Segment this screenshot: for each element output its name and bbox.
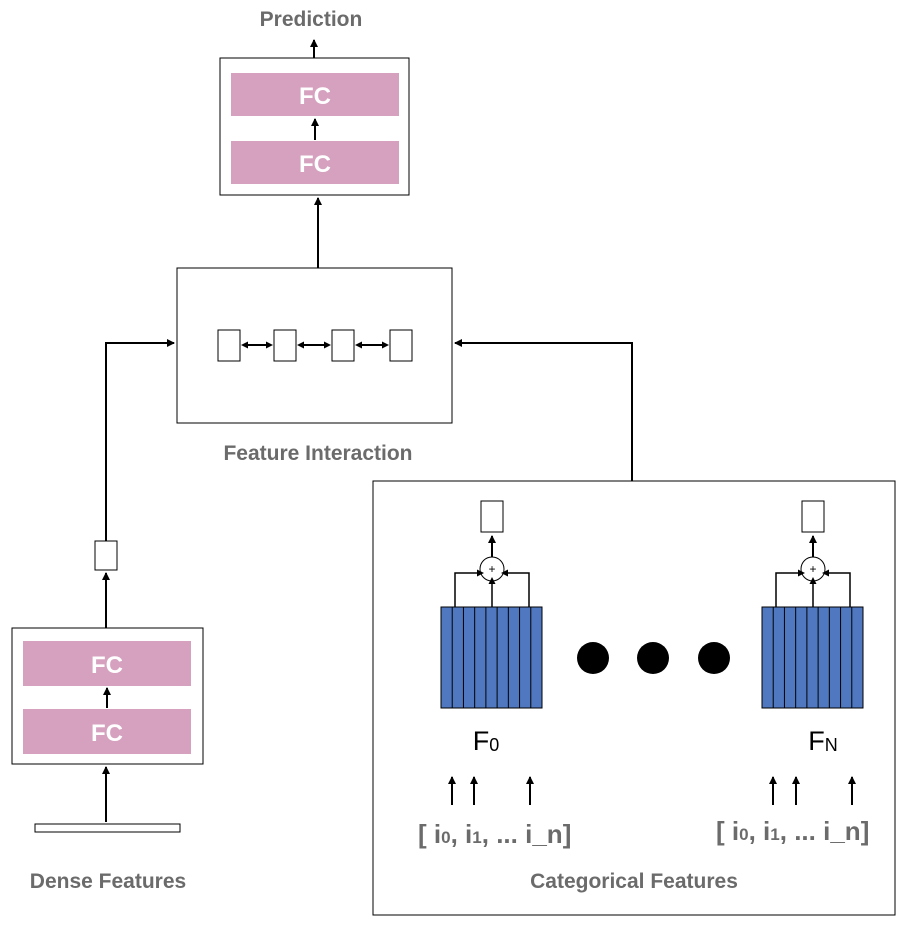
table-name-0-subscript: 0	[489, 735, 499, 755]
feature-interaction-label: Feature Interaction	[223, 442, 412, 465]
top-fc-label-1: FC	[299, 83, 331, 110]
lookup-0-i1-sub: 1	[472, 828, 481, 847]
embedding-table-n: + FN [ i0, i1, ... i_n]	[716, 500, 869, 846]
interaction-vector-2	[273, 329, 297, 362]
prediction-label: Prediction	[260, 8, 363, 31]
pool-arrow-0-left	[454, 569, 484, 607]
table-name-n-subscript: N	[825, 735, 838, 755]
lookup-0-comma-2: ,	[482, 819, 496, 849]
lookup-n-i1: i	[763, 816, 770, 846]
lookup-0-open: [	[418, 819, 434, 849]
interaction-vector-4	[389, 329, 413, 362]
table-name-0-base: F	[473, 726, 490, 756]
feature-interaction	[176, 267, 453, 424]
interaction-vector-1	[217, 329, 241, 362]
bottom-fc-label-2: FC	[91, 720, 123, 747]
ellipsis-dot-2	[637, 642, 669, 674]
categorical-to-interaction-arrow	[454, 339, 633, 481]
interaction-vector-3	[331, 329, 355, 362]
table-name-n-base: F	[808, 726, 825, 756]
dense-features-label: Dense Features	[30, 870, 186, 893]
lookup-0-i0: i	[434, 819, 441, 849]
bottom-fc-label-1: FC	[91, 652, 123, 679]
lookup-0-dots: ...	[496, 819, 518, 849]
lookup-n-i0-sub: 0	[739, 825, 748, 844]
ellipsis-dot-3	[698, 642, 730, 674]
pool-arrow-0-right	[501, 569, 530, 607]
sum-symbol-n: +	[809, 562, 816, 576]
lookup-n-i1-sub: 1	[770, 825, 779, 844]
lookup-n-space	[816, 816, 823, 846]
embedding-output-vector-0	[480, 500, 504, 533]
lookup-0-i0-sub: 0	[441, 828, 450, 847]
bottom-mlp: FC FC	[11, 627, 204, 765]
embedding-matrix-n	[761, 606, 864, 709]
bottom-fc-layer-2	[23, 709, 191, 754]
top-fc-layer-2	[231, 141, 399, 184]
lookup-n-i0: i	[732, 816, 739, 846]
embedding-matrix-0	[440, 606, 543, 709]
lookup-n-dots: ...	[794, 816, 816, 846]
table-name-0: F0	[473, 726, 500, 756]
lookup-0-comma-1: ,	[451, 819, 465, 849]
lookup-n-close: ]	[861, 816, 870, 846]
dense-input-vector	[34, 823, 181, 833]
lookup-indices-n: [ i0, i1, ... i_n]	[716, 816, 869, 846]
lookup-0-close: ]	[563, 819, 572, 849]
lookup-n-last: i_n	[823, 816, 861, 846]
embedding-output-vector-n	[801, 500, 825, 533]
lookup-0-last: i_n	[525, 819, 563, 849]
sum-symbol-0: +	[488, 562, 495, 576]
dense-to-interaction-arrow	[105, 339, 175, 542]
lookup-n-comma-2: ,	[780, 816, 794, 846]
lookup-0-space	[518, 819, 525, 849]
embedding-table-0: + F0 [ i0, i1, ... i_n]	[418, 500, 571, 849]
table-name-n: FN	[808, 726, 838, 756]
pool-arrow-n-right	[822, 569, 851, 607]
embedding-matrix-bg	[440, 606, 543, 709]
lookup-n-open: [	[716, 816, 732, 846]
categorical-features-label: Categorical Features	[530, 870, 738, 893]
dense-embedding-vector	[94, 540, 118, 571]
embedding-matrix-bg	[761, 606, 864, 709]
lookup-n-comma-1: ,	[749, 816, 763, 846]
top-fc-layer-1	[231, 73, 399, 116]
top-mlp: FC FC	[219, 57, 410, 196]
top-fc-label-2: FC	[299, 151, 331, 178]
pool-arrow-n-left	[775, 569, 805, 607]
bottom-fc-layer-1	[23, 641, 191, 686]
lookup-indices-0: [ i0, i1, ... i_n]	[418, 819, 571, 849]
ellipsis-dot-1	[577, 642, 609, 674]
lookup-0-i1: i	[465, 819, 472, 849]
